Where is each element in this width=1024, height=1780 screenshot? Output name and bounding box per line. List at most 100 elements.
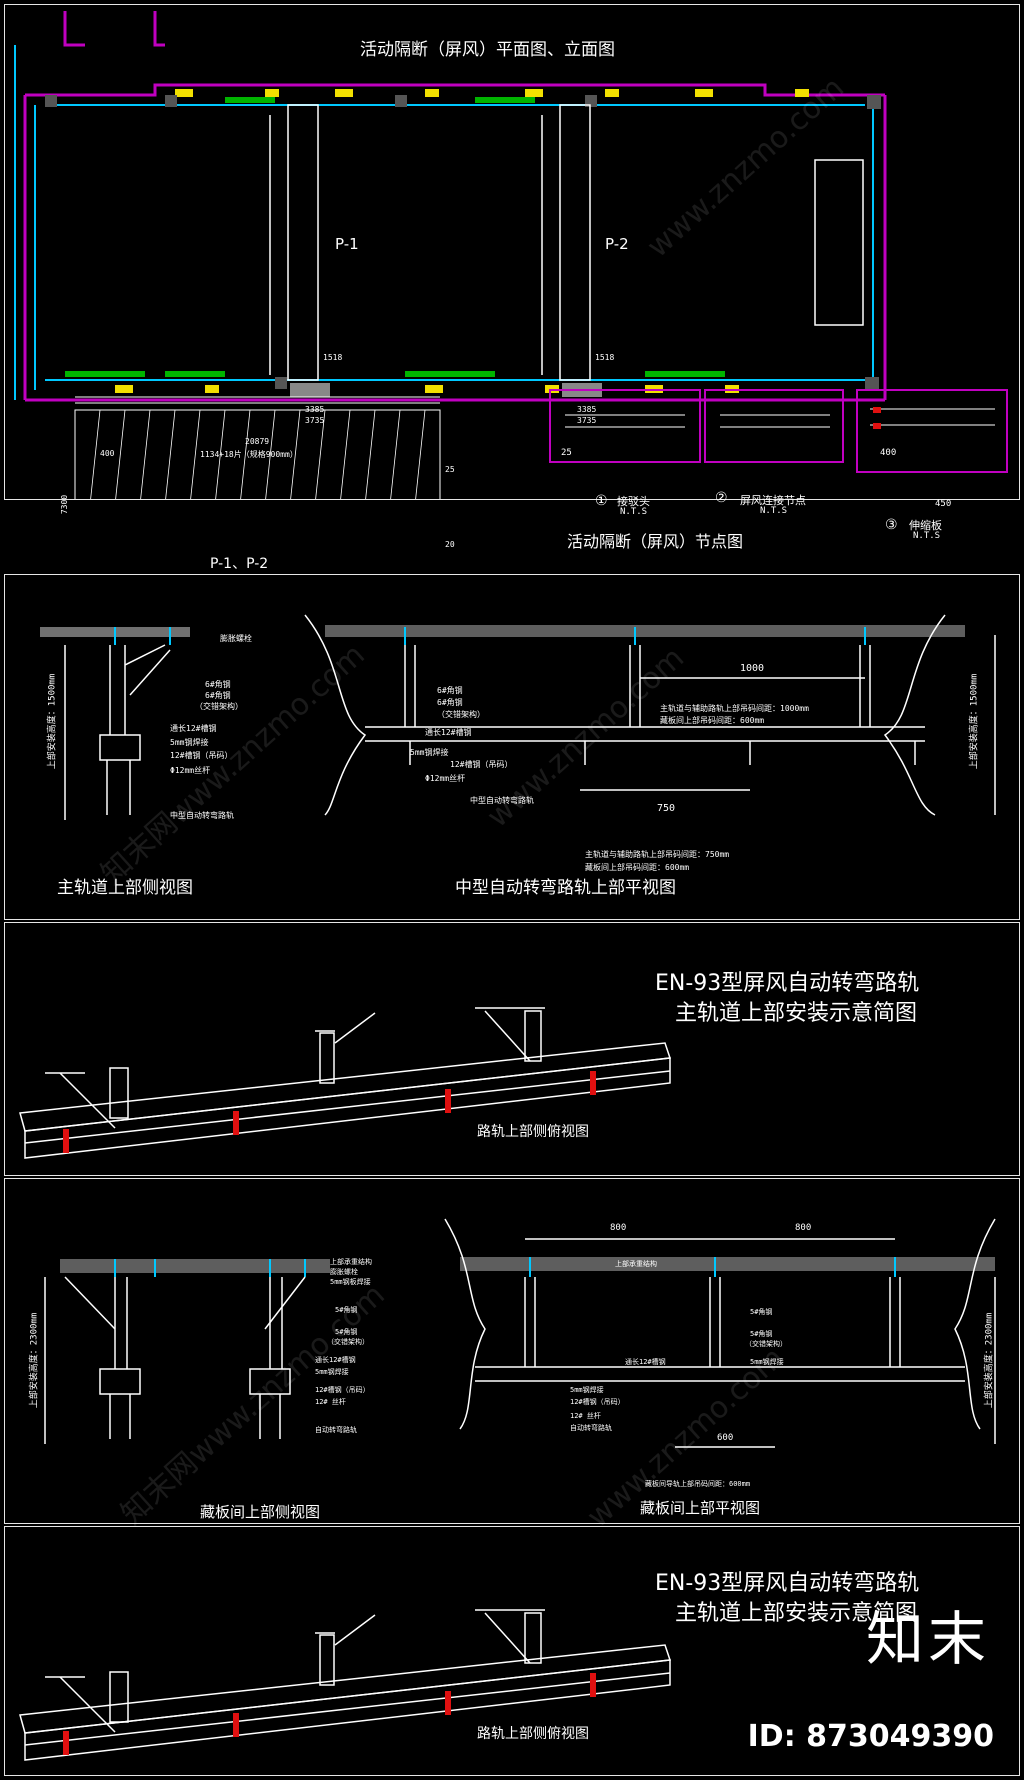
side-height-label: 上部安装高度：1500mm: [47, 673, 58, 770]
storage-drawing: [44, 1218, 996, 1448]
storage-dim-800-b: 800: [795, 1223, 812, 1233]
storage-side-label-6: 通长12#槽钢: [315, 1356, 356, 1364]
rail-3d-drawing-a: [19, 1007, 672, 1159]
storage-side-height: 上部安装高度：2300mm: [29, 1312, 40, 1409]
node-2-label: ②: [715, 490, 728, 506]
dim-1518-b: 1518: [595, 353, 615, 362]
note-bottom-1: 主轨道与辅助路轨上部吊码间距：750mm: [585, 850, 730, 859]
elevation-dim-side: 25: [445, 465, 455, 474]
side-label-5: 5mm钢焊接: [170, 738, 209, 747]
plan-label-7: 中型自动转弯路轨: [470, 796, 534, 805]
node-3-label: ③: [885, 517, 898, 533]
dim-750: 750: [657, 803, 676, 814]
storage-side-label-9: 12# 丝杆: [315, 1398, 346, 1406]
side-label-3: （交错架构）: [195, 702, 243, 711]
brand-id: ID: 873049390: [747, 1719, 994, 1754]
rail-caption: 路轨上部侧俯视图: [477, 1124, 589, 1140]
plan-caption: 中型自动转弯路轨上部平视图: [455, 878, 676, 898]
rail-b-caption: 路轨上部侧俯视图: [477, 1726, 589, 1742]
elevation-caption: P-1、P-2: [210, 556, 269, 572]
side-label-0: 膨胀螺栓: [220, 634, 252, 643]
room-label-p2: P-2: [605, 235, 629, 253]
floor-plan-drawing: [14, 11, 1008, 499]
storage-side-label-10: 自动转弯路轨: [315, 1426, 357, 1434]
elevation-height: 7300: [60, 494, 70, 515]
storage-side-label-2: 5mm钢板焊接: [330, 1278, 371, 1286]
rail-3d-panel-a: EN-93型屏风自动转弯路轨 主轨道上部安装示意简图 路轨上部侧俯视图: [4, 922, 1020, 1176]
plan-label-3: 通长12#槽钢: [425, 728, 472, 737]
storage-note: 藏板间导轨上部吊码间距：600mm: [645, 1480, 751, 1488]
plan-label-4: 5mm钢焊接: [410, 748, 449, 757]
elevation-dim-bottom: 20: [445, 540, 455, 549]
node-3-dim-bottom: 450: [935, 499, 952, 509]
rail-3d-drawing-b: [19, 1609, 672, 1761]
node-2-scale: N.T.S: [760, 506, 788, 516]
storage-plan-label-8: 12# 丝杆: [570, 1412, 601, 1420]
storage-dim-600: 600: [717, 1433, 734, 1443]
elevation-dim-left: 400: [100, 449, 115, 458]
side-label-4: 通长12#槽钢: [170, 724, 217, 733]
dim-1000: 1000: [740, 663, 765, 674]
node-2-name: 屏风连接节点: [740, 494, 806, 507]
plan-label-2: （交错架构）: [437, 710, 485, 719]
note-bottom-2: 藏板间上部吊码间距：600mm: [585, 863, 690, 872]
storage-side-label-0: 上部承重结构: [330, 1258, 372, 1266]
storage-plan-label-6: 5mm钢焊接: [570, 1386, 604, 1394]
note-top-1: 主轨道与辅助路轨上部吊码间距：1000mm: [660, 704, 809, 713]
node-3-name: 伸缩板: [909, 519, 942, 532]
dim-3735-a: 3735: [305, 416, 325, 425]
node-title: 活动隔断（屏风）节点图: [567, 532, 744, 551]
storage-plan-label-0: 上部承重结构: [615, 1260, 657, 1268]
plan-label-1: 6#角钢: [437, 698, 463, 707]
storage-plan-label-4: 通长12#槽钢: [625, 1358, 666, 1366]
storage-dim-800-a: 800: [610, 1223, 627, 1233]
dim-3385-b: 3385: [577, 405, 597, 414]
storage-side-label-3: 5#角钢: [335, 1306, 358, 1314]
dim-3735-b: 3735: [577, 416, 597, 425]
node-1-scale: N.T.S: [620, 507, 648, 517]
brand-logo: 知末: [865, 1605, 990, 1673]
dim-1518-a: 1518: [323, 353, 343, 362]
storage-plan-label-2: 5#角钢: [750, 1330, 773, 1338]
storage-plan-label-1: 5#角钢: [750, 1308, 773, 1316]
storage-plan-label-7: 12#槽钢（吊码）: [570, 1398, 625, 1406]
main-rail-drawing: [40, 614, 996, 820]
side-label-8: 中型自动转弯路轨: [170, 811, 234, 820]
rail-b-title-line1: EN-93型屏风自动转弯路轨: [655, 1571, 920, 1596]
node-1-dim: 25: [561, 448, 572, 458]
storage-panel: 上部安装高度：2300mm 上部承重结构 膨胀螺栓 5mm钢板焊接 5#角钢 5…: [4, 1178, 1020, 1524]
storage-side-caption: 藏板间上部侧视图: [200, 1503, 321, 1521]
storage-plan-label-3: （交错架构）: [745, 1340, 787, 1348]
plan-elevation-panel: 活动隔断（屏风）平面图、立面图 P-1 P-2 1518 1518 3385 3…: [4, 4, 1020, 572]
side-label-6: 12#槽钢（吊码）: [170, 751, 233, 760]
side-label-2: 6#角钢: [205, 691, 231, 700]
storage-side-label-8: 12#槽钢（吊码）: [315, 1386, 370, 1394]
plan-label-6: Φ12mm丝杆: [425, 774, 466, 783]
plan-label-0: 6#角钢: [437, 686, 463, 695]
storage-plan-label-9: 自动转弯路轨: [570, 1424, 612, 1432]
elevation-dim-total: 20879: [245, 437, 270, 446]
elevation-dim-mid: 1134+18片（规格900mm）: [200, 450, 298, 459]
note-top-2: 藏板间上部吊码间距：600mm: [660, 716, 765, 725]
rail-3d-panel-b: EN-93型屏风自动转弯路轨 主轨道上部安装示意简图 路轨上部侧俯视图: [4, 1526, 1020, 1776]
side-label-7: Φ12mm丝杆: [170, 766, 211, 775]
plan-title: 活动隔断（屏风）平面图、立面图: [360, 40, 615, 60]
rail-b-title-line2: 主轨道上部安装示意简图: [675, 1601, 918, 1626]
rail-title-line2: 主轨道上部安装示意简图: [675, 1001, 918, 1026]
node-1-label: ①: [595, 493, 608, 509]
side-caption: 主轨道上部侧视图: [57, 878, 193, 898]
storage-plan-label-5: 5mm钢焊接: [750, 1358, 784, 1366]
storage-plan-height: 上部安装高度：2300mm: [984, 1312, 995, 1409]
node-3-scale: N.T.S: [913, 531, 941, 541]
storage-plan-caption: 藏板间上部平视图: [640, 1499, 761, 1517]
plan-height-label: 上部安装高度：1500mm: [969, 673, 980, 770]
main-rail-panel: 上部安装高度：1500mm 膨胀螺栓 6#角钢 6#角钢 （交错架构） 通长12…: [4, 574, 1020, 920]
storage-side-label-5: （交错架构）: [327, 1338, 369, 1346]
plan-label-5: 12#槽钢（吊码）: [450, 760, 513, 769]
node-1-name: 接驳头: [617, 495, 650, 508]
room-label-p1: P-1: [335, 235, 359, 253]
storage-side-label-1: 膨胀螺栓: [330, 1268, 358, 1276]
storage-side-label-4: 5#角钢: [335, 1328, 358, 1336]
node-3-dim-top: 400: [880, 448, 897, 458]
storage-side-label-7: 5mm钢焊接: [315, 1368, 349, 1376]
